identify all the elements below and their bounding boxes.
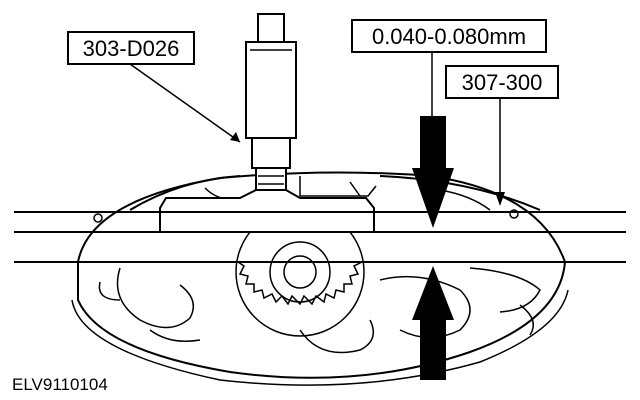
callout-tool-gauge-text: 303-D026 <box>83 36 180 61</box>
gear-teeth <box>237 261 363 306</box>
figure-id: ELV9110104 <box>12 375 108 394</box>
clearance-arrow-down <box>412 116 454 228</box>
clearance-arrow-up <box>412 266 454 380</box>
straightedge-tool <box>14 211 626 263</box>
callout-tool-gauge: 303-D026 <box>67 31 195 65</box>
leader-lines <box>129 52 505 206</box>
callout-straightedge: 307-300 <box>445 65 559 99</box>
callout-straightedge-text: 307-300 <box>462 70 543 95</box>
callout-clearance: 0.040-0.080mm <box>351 19 547 53</box>
callout-clearance-text: 0.040-0.080mm <box>372 24 526 49</box>
